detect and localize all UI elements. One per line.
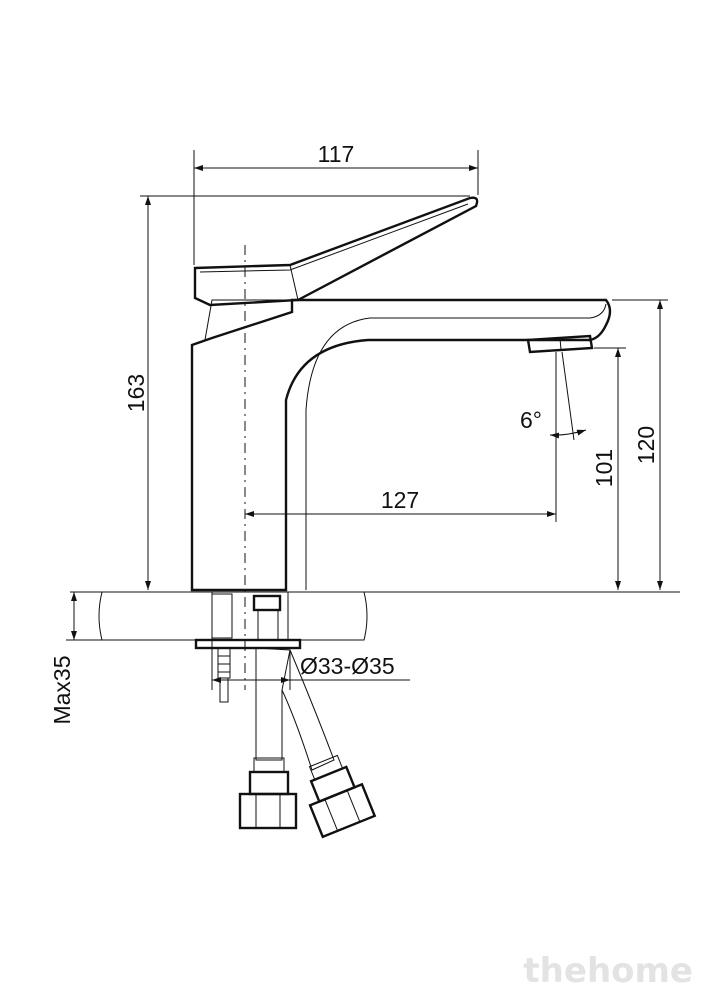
dimension-max-deck: Max35 [49, 592, 102, 725]
aerator [526, 334, 594, 354]
dim-6deg-label: 6° [520, 407, 542, 433]
dimension-outlet-height: 101 [591, 347, 626, 590]
faucet-body [190, 298, 612, 592]
dim-163-label: 163 [123, 374, 149, 412]
dimension-mounting-hole: Ø33-Ø35 [211, 640, 410, 690]
dim-max35-label: Max35 [49, 655, 75, 724]
dimension-total-height: 163 [123, 195, 470, 590]
dimension-spout-angle: 6° [520, 351, 587, 441]
dim-hole-label: Ø33-Ø35 [300, 653, 395, 679]
countertop-section [70, 591, 680, 641]
dim-127-label: 127 [381, 487, 419, 513]
dimension-outlet-offset: 127 [245, 352, 557, 522]
watermark-logo: thehome [523, 951, 693, 991]
dim-117-label: 117 [318, 141, 355, 167]
dim-120-label: 120 [633, 426, 659, 464]
dimension-spout-height: 120 [612, 299, 668, 590]
dimension-spout-reach: 117 [193, 141, 479, 265]
dim-101-label: 101 [591, 449, 617, 487]
supply-hoses [238, 647, 377, 839]
mounting-hardware [194, 593, 302, 703]
handle-lever [193, 196, 479, 307]
